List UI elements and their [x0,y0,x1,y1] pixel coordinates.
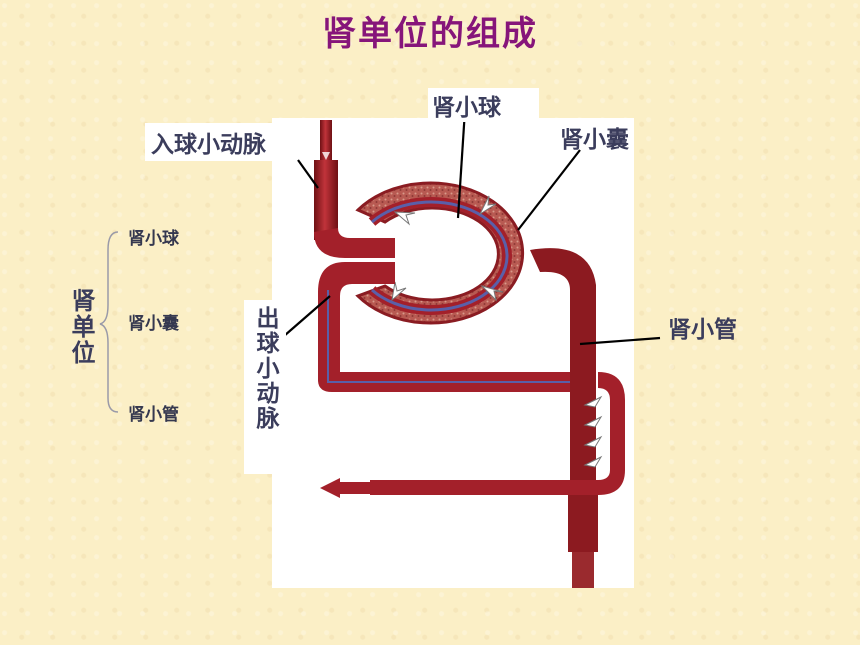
outflow-arrow [320,478,378,498]
afferent-arteriole [314,120,395,258]
structure-item: 肾小球 [128,229,179,249]
peritubular-capillary [370,372,625,495]
filtration-arrows [391,195,504,302]
page-title: 肾单位的组成 [322,14,538,54]
pointer-lines [283,109,661,346]
renal-tubule [530,248,598,588]
label-glomerulus: 肾小球 [428,88,539,122]
label-afferent: 入球小动脉 [145,123,272,161]
efferent-arteriole [318,262,585,392]
glomerulus [368,197,513,315]
structure-item: 肾小管 [128,405,179,425]
structure-brace [99,231,119,413]
label-efferent: 出球小动脉 [244,300,286,474]
label-capsule: 肾小囊 [560,127,629,153]
structure-root: 肾单位 [67,288,95,366]
structure-item: 肾小囊 [128,314,179,334]
label-tubule: 肾小管 [668,317,737,343]
